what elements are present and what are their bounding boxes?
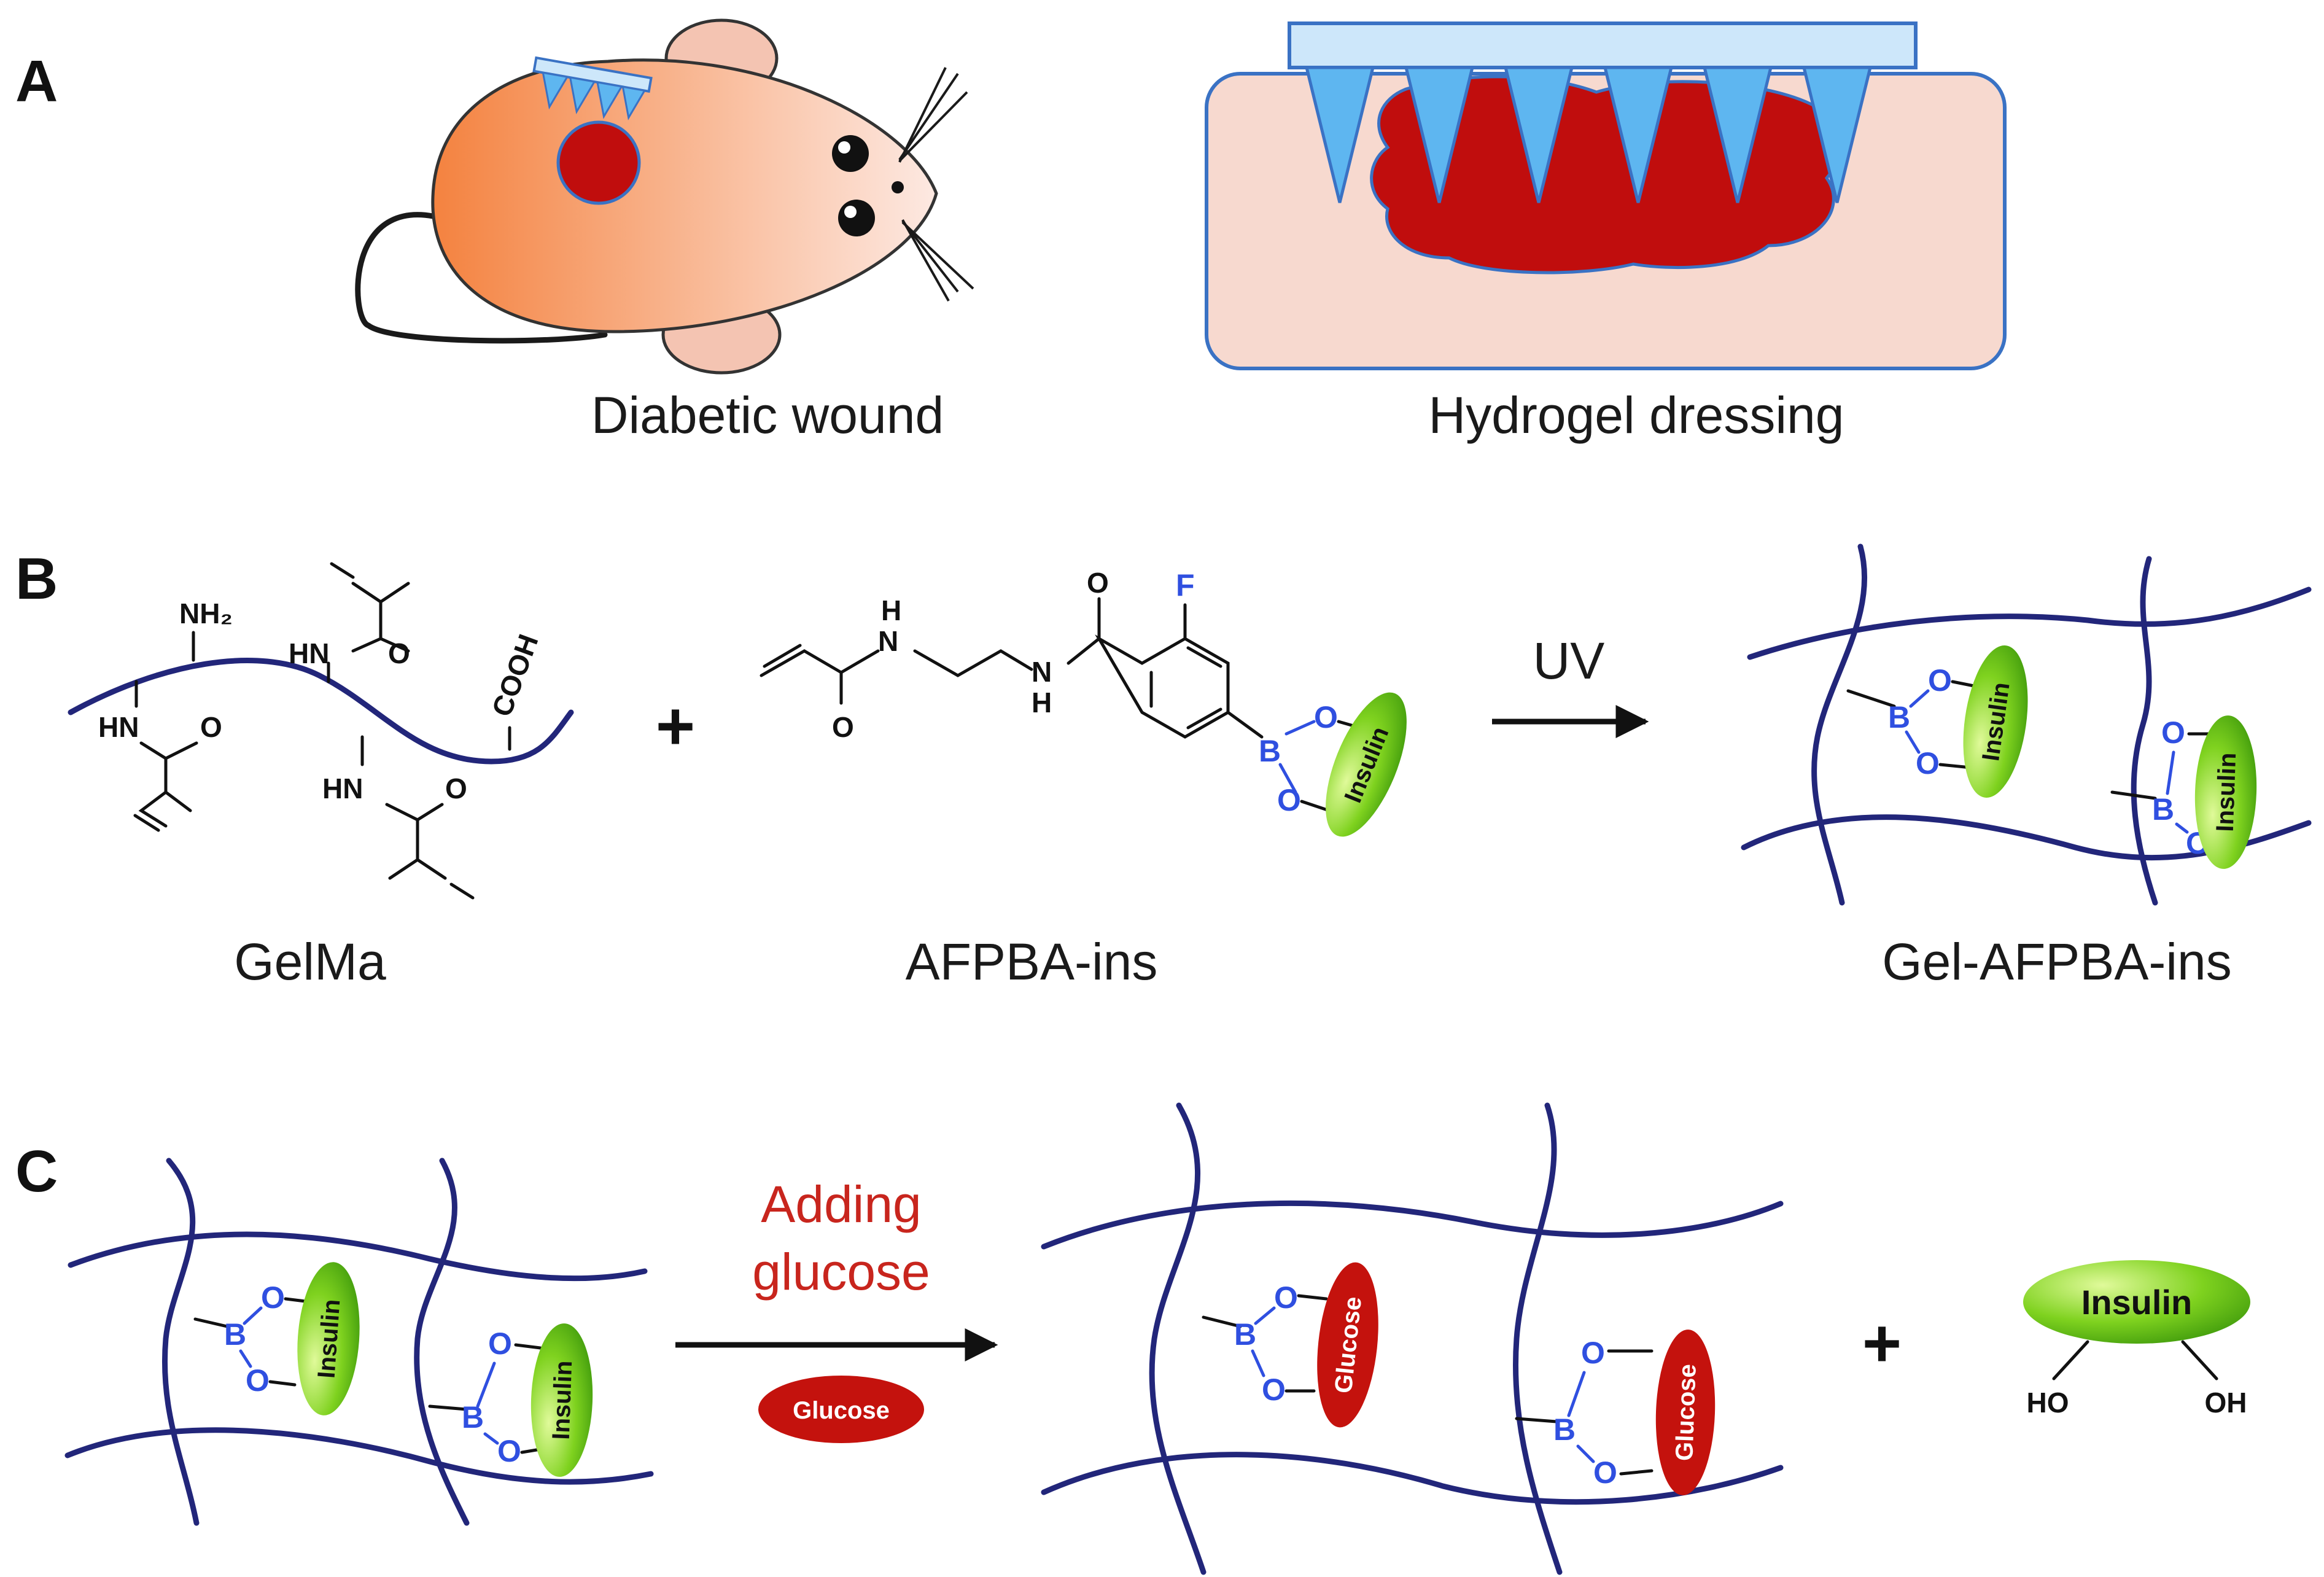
panel-c-plus-sign: +	[1862, 1306, 1902, 1381]
afpba-h-top-label: H	[881, 594, 901, 626]
net2-o2-right-label: O	[1593, 1455, 1617, 1490]
net1-insulin-pill-right: Insulin	[528, 1322, 596, 1478]
mouse-body	[431, 58, 938, 333]
gelma-structure: NH₂ HN O HN O HN O	[68, 562, 574, 900]
gel-insulin-pill-right: Insulin	[2192, 714, 2260, 870]
afpba-o1-label: O	[1314, 700, 1338, 734]
hydrogel-dressing-illustration	[1205, 21, 2007, 370]
gelma-backbone	[68, 658, 574, 765]
panel-b-plus-sign: +	[656, 688, 695, 764]
microneedle-1	[1304, 66, 1375, 203]
gelma-hn-left-label: HN	[98, 711, 139, 743]
net1-b-left-label: B	[224, 1317, 246, 1352]
mouse-tail	[355, 212, 608, 344]
mini-microneedle-patch	[532, 56, 653, 120]
diabetic-wound-caption: Diabetic wound	[591, 386, 944, 444]
gel-afpba-ins-caption: Gel-AFPBA-ins	[1882, 933, 2231, 991]
afpba-o2-label: O	[1277, 783, 1301, 817]
microneedle-6	[1801, 66, 1873, 203]
gelma-nh2-label: NH₂	[179, 598, 233, 629]
net2-glucose-pill-left: Glucose	[1317, 1262, 1378, 1428]
glucose-pill-legend	[758, 1376, 924, 1443]
patch-backing	[1288, 21, 1918, 69]
microneedle-4	[1603, 66, 1674, 203]
net1-insulin-left-label: Insulin	[313, 1298, 346, 1379]
uv-reaction-arrow: UV	[1492, 632, 1649, 738]
mouse-nose	[892, 181, 904, 193]
gel-b-right-label: B	[2152, 792, 2174, 827]
afpba-ins-caption: AFPBA-ins	[906, 933, 1158, 991]
hydrogel-dressing-caption: Hydrogel dressing	[1428, 386, 1844, 444]
net2-o1-left-label: O	[1274, 1280, 1298, 1315]
panel-a: A	[15, 18, 2007, 444]
diabetic-mouse-illustration	[355, 18, 974, 375]
microneedle-5	[1702, 66, 1773, 203]
afpba-n-label: N	[1032, 656, 1052, 688]
afpba-o-left-label: O	[832, 711, 854, 743]
gelma-hn-bottom-label: HN	[322, 773, 363, 804]
wound-spot	[556, 120, 641, 205]
adding-glucose-step: Adding glucose Glucose	[675, 1175, 998, 1443]
net1-o1-left-label: O	[261, 1280, 285, 1315]
mouse-eye-top	[832, 135, 869, 172]
gelma-o-bottom-label: O	[445, 773, 467, 804]
gelma-hn-top-label: HN	[289, 637, 329, 669]
afpba-b-label: B	[1259, 734, 1281, 768]
released-oh-label: OH	[2205, 1387, 2247, 1419]
glucose-bound-network: B O O Glucose B O O Glucose	[1041, 1102, 1784, 1575]
microneedle-2	[1404, 66, 1475, 203]
released-insulin-label: Insulin	[2081, 1283, 2192, 1322]
insulin-bound-network: B O O Insulin B O O Insulin	[64, 1158, 654, 1526]
gel-insulin-pill-left: Insulin	[1954, 641, 2037, 802]
gelma-o-left-label: O	[200, 711, 222, 743]
gel-o1-right-label: O	[2161, 715, 2185, 750]
net2-o2-left-label: O	[1262, 1373, 1286, 1407]
panel-b-letter: B	[15, 546, 58, 612]
gel-o1-left-label: O	[1928, 663, 1952, 698]
microneedle-3	[1503, 66, 1574, 203]
gel-insulin-right-label: Insulin	[2212, 752, 2241, 832]
net2-o1-right-label: O	[1581, 1336, 1605, 1370]
gelma-o-top-label: O	[388, 637, 410, 669]
net2-b-left-label: B	[1234, 1317, 1256, 1352]
net1-b-right-label: B	[462, 1400, 484, 1435]
net1-o2-left-label: O	[246, 1363, 270, 1398]
net2-glucose-pill-right: Glucose	[1655, 1330, 1716, 1495]
panel-c: C B O O Insulin B O O Insuli	[15, 1102, 2250, 1575]
panel-c-letter: C	[15, 1139, 58, 1204]
released-insulin: Insulin HO OH	[2023, 1260, 2250, 1419]
afpba-o-top-label: O	[1087, 567, 1109, 599]
uv-label: UV	[1533, 632, 1605, 690]
panel-b: B NH₂ HN O HN O HN	[15, 543, 2312, 991]
glucose-word-label: glucose	[752, 1243, 930, 1301]
afpba-insulin-pill: Insulin	[1308, 682, 1424, 847]
net2-b-right-label: B	[1553, 1412, 1576, 1447]
gel-afpba-ins-network: B O O Insulin B O O Insulin	[1741, 543, 2312, 906]
afpba-f-label: F	[1176, 568, 1195, 602]
adding-label: Adding	[761, 1175, 922, 1233]
glucose-pill-label: Glucose	[793, 1397, 890, 1424]
mouse-eye-bottom	[838, 200, 875, 236]
mouse-whiskers	[898, 67, 974, 302]
released-insulin-pill	[2023, 1260, 2250, 1344]
net1-o1-right-label: O	[488, 1326, 512, 1361]
net1-insulin-right-label: Insulin	[548, 1360, 577, 1440]
afpba-nh-label: N	[878, 625, 898, 657]
afpba-h-bottom-label: H	[1032, 687, 1052, 718]
net1-insulin-pill-left: Insulin	[292, 1260, 365, 1418]
gel-b-left-label: B	[1888, 700, 1910, 734]
afpba-ins-structure: O N H N H O F B O O Insulin	[760, 567, 1424, 847]
gelma-caption: GelMa	[234, 933, 386, 991]
net2-glucose-right-label: Glucose	[1671, 1363, 1701, 1461]
net1-o2-right-label: O	[497, 1434, 521, 1468]
panel-a-letter: A	[15, 49, 58, 114]
microneedles	[1304, 66, 1873, 203]
gelma-cooh-label: COOH	[486, 630, 545, 720]
released-ho-label: HO	[2027, 1387, 2069, 1419]
